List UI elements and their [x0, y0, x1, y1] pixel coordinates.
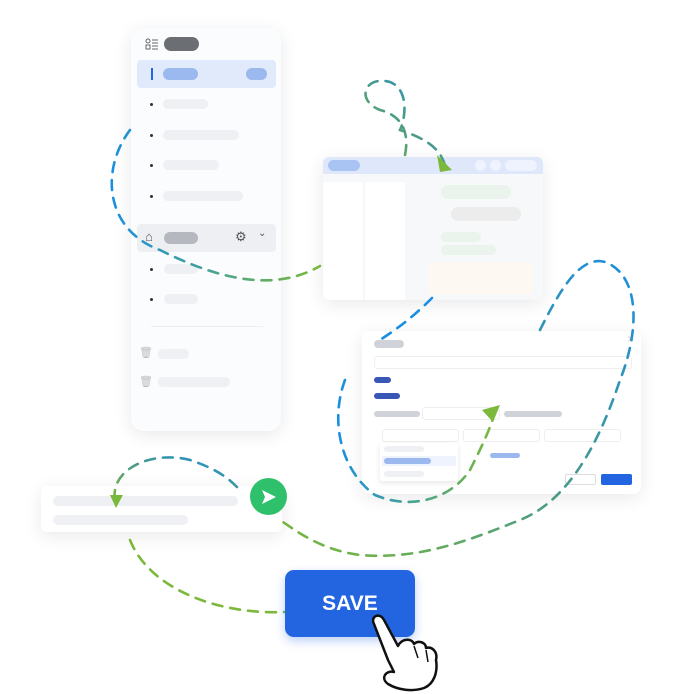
close-icon[interactable]: ✕ [627, 334, 635, 344]
sidebar-group-tags[interactable]: ⌂ ⚙ ⌄ [137, 224, 276, 252]
send-button[interactable] [250, 478, 287, 515]
pointing-hand-icon [371, 614, 438, 692]
trash-icon: 🗑 [139, 376, 153, 388]
sidebar-item-active[interactable] [137, 60, 276, 88]
save-button[interactable]: SAVE [285, 570, 415, 637]
divider [151, 326, 263, 327]
chevron-down-icon[interactable]: ⌄ [258, 228, 267, 239]
value-input[interactable] [422, 407, 500, 420]
sidebar-title [164, 37, 199, 51]
confirm-button[interactable] [601, 474, 632, 485]
dropdown-menu[interactable] [380, 443, 458, 481]
value-select[interactable] [544, 429, 621, 442]
list-icon [145, 38, 158, 50]
sidebar-panel: ⌂ ⚙ ⌄ 🗑 🗑 [131, 28, 281, 431]
rule-dialog-preview: ✕ [362, 331, 641, 494]
condition-select[interactable] [382, 429, 459, 442]
message-input-card [41, 486, 282, 532]
cancel-button[interactable] [565, 474, 596, 485]
operator-select[interactable] [463, 429, 540, 442]
add-condition-link[interactable] [490, 453, 520, 458]
chat-window-preview [323, 157, 543, 300]
name-input[interactable] [374, 356, 632, 369]
tag-icon: ⌂ [145, 229, 153, 244]
trash-icon: 🗑 [139, 347, 153, 359]
sidebar-item[interactable] [164, 294, 198, 304]
gear-icon[interactable]: ⚙ [235, 229, 247, 244]
sidebar-item[interactable] [164, 264, 198, 274]
send-icon [261, 489, 276, 504]
